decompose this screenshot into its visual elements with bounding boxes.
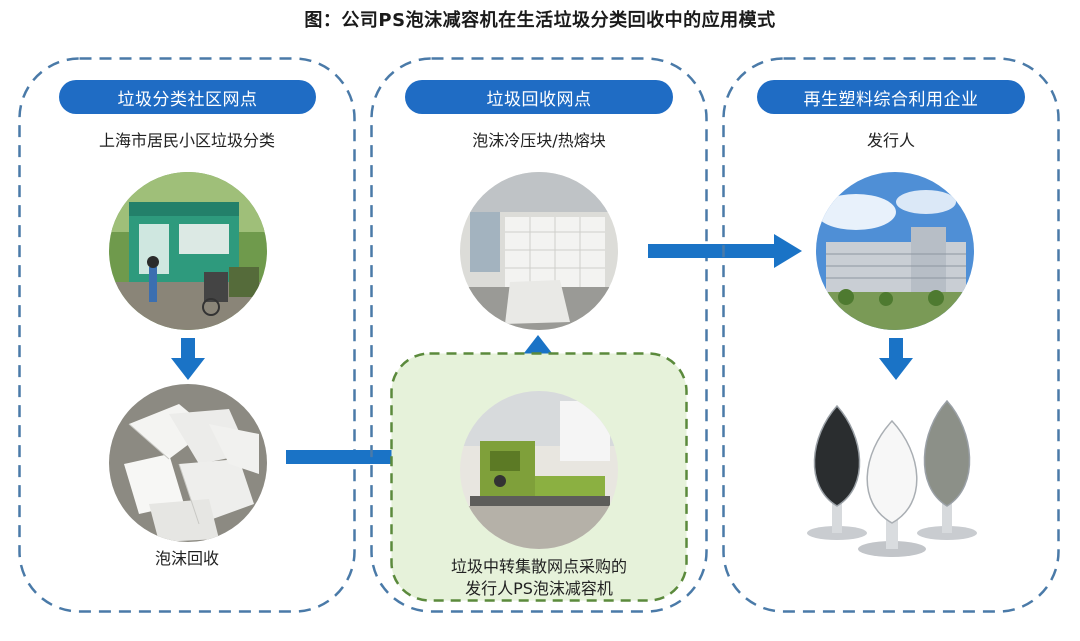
panel-header-community: 垃圾分类社区网点	[59, 80, 316, 114]
photo-foam-compactor-machine	[460, 391, 618, 549]
arrow-down-icon	[171, 338, 205, 380]
arrow-right-icon	[648, 234, 802, 268]
photo-recycling-kiosk	[109, 172, 267, 330]
panel-caption-recycling: 泡沫冷压块/热熔块	[472, 131, 606, 150]
panel-border	[370, 57, 708, 613]
panel-border	[722, 57, 1060, 613]
panel-recycled-plastic-enterprise: 再生塑料综合利用企业 发行人	[722, 57, 1060, 613]
panel-community-sorting: 垃圾分类社区网点 上海市居民小区垃圾分类	[18, 57, 356, 613]
panel-border	[18, 57, 356, 613]
page-title: 图：公司PS泡沫减容机在生活垃圾分类回收中的应用模式	[304, 10, 776, 31]
photo-plastic-pellet-flasks	[807, 399, 977, 557]
panel-recycling-station: 垃圾回收网点 泡沫冷压块/热熔块	[370, 57, 708, 613]
green-caption-line2: 发行人PS泡沫减容机	[465, 579, 613, 598]
photo-foam-waste	[109, 384, 267, 542]
arrow-down-icon	[879, 338, 913, 380]
panel-caption-community: 上海市居民小区垃圾分类	[98, 131, 275, 150]
photo-factory-building	[816, 172, 974, 330]
green-caption-line1: 垃圾中转集散网点采购的	[450, 557, 627, 576]
panel-bottom-caption-foam: 泡沫回收	[154, 549, 219, 568]
panel-caption-issuer: 发行人	[866, 131, 915, 150]
panel-header-recycling: 垃圾回收网点	[405, 80, 673, 114]
panel-header-enterprise: 再生塑料综合利用企业	[757, 80, 1025, 114]
photo-foam-blocks-warehouse	[460, 172, 618, 330]
